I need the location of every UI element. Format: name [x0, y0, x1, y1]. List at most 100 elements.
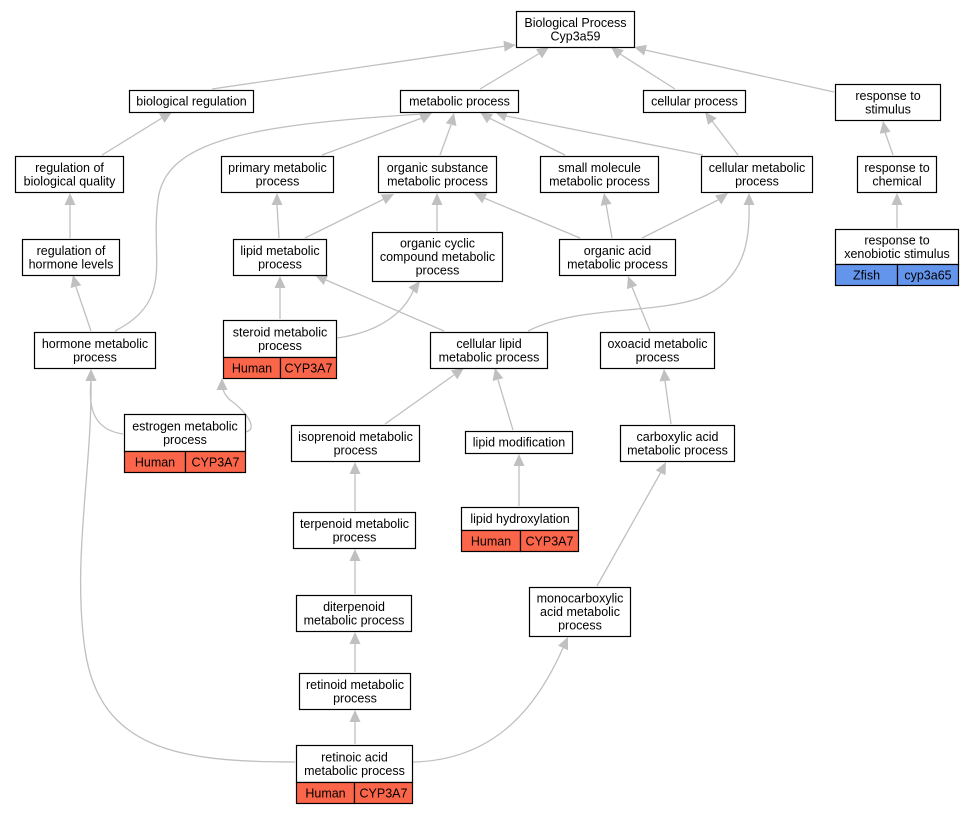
node-box: [371, 231, 504, 283]
node-label-line: process: [636, 350, 680, 364]
arrowhead-icon: [558, 637, 569, 651]
node-box: [128, 89, 255, 114]
node-box: [834, 228, 960, 266]
edge-regulation-biological-quality-to-biological-regulation: [101, 112, 172, 156]
edge-hormone-metabolic-to-metabolic-process: [114, 108, 432, 332]
node-box: [429, 331, 549, 370]
node-label-line: process: [416, 264, 460, 278]
node-box: [295, 744, 414, 784]
node-label-line: organic substance: [387, 161, 489, 175]
edge-line: [101, 117, 163, 156]
node-box: [642, 89, 747, 114]
node-label-line: process: [163, 433, 207, 447]
node-label-line: steroid metabolic: [233, 325, 328, 339]
node-label-line: response to: [855, 89, 920, 103]
edge-lipid-modification-to-cellular-lipid-metabolic: [492, 368, 514, 431]
node-box: [232, 238, 328, 277]
arrowhead-icon: [705, 112, 717, 125]
edge-line: [605, 203, 613, 239]
node-box: [856, 155, 938, 194]
node-label-line: lipid metabolic: [240, 244, 319, 258]
node-label-line: Cyp3a59: [550, 29, 600, 43]
tag-cell: [184, 450, 247, 474]
node-box: [515, 10, 636, 49]
node-label-line: metabolic process: [439, 350, 540, 364]
arrowhead-icon: [715, 193, 728, 205]
node-box: [222, 319, 338, 359]
node-label-line: regulation of: [35, 161, 104, 175]
node-box: [834, 83, 942, 122]
go-term-node-metabolic-process[interactable]: metabolic process: [399, 89, 520, 114]
edge-line: [505, 115, 704, 156]
arrowhead-icon: [474, 193, 488, 204]
node-label-line: organic cyclic: [400, 237, 475, 251]
tag-label: Human: [135, 456, 175, 470]
edge-line: [884, 131, 894, 156]
arrowhead-icon: [349, 549, 361, 561]
node-label-line: process: [256, 174, 300, 188]
edge-retinoic-acid-metabolic-to-hormone-metabolic: [79, 369, 296, 763]
arrowhead-icon: [418, 113, 432, 124]
edge-retinoic-acid-metabolic-to-retinoid-metabolic: [349, 710, 361, 744]
gene-tag: CYP3A7: [184, 450, 247, 474]
node-box: [220, 155, 335, 194]
arrowhead-icon: [271, 193, 283, 205]
node-label-line: process: [258, 257, 302, 271]
species-tag: Human: [460, 529, 522, 553]
node-label-line: metabolic process: [387, 174, 488, 188]
node-label-line: Biological Process: [524, 16, 626, 30]
edge-steroid-metabolic-to-organic-cyclic-compound: [336, 281, 420, 339]
edge-line: [644, 49, 835, 93]
edge-cellular-lipid-metabolic-to-lipid-metabolic: [315, 274, 445, 332]
edge-cellular-metabolic-to-metabolic-process: [495, 110, 704, 156]
node-label-line: metabolic process: [304, 613, 405, 627]
go-term-node-cellular-process[interactable]: cellular process: [642, 89, 747, 114]
edge-line: [384, 374, 455, 425]
arrowhead-icon: [879, 121, 891, 134]
arrowhead-icon: [659, 369, 671, 382]
species-tag: Human: [222, 356, 282, 380]
node-label-line: process: [333, 691, 377, 705]
arrowhead-icon: [349, 710, 361, 722]
edge-estrogen-metabolic-to-steroid-metabolic: [216, 378, 252, 433]
node-label-line: process: [333, 530, 377, 544]
edge-diterpenoid-metabolic-to-terpenoid-metabolic: [349, 549, 361, 594]
node-label-line: oxoacid metabolic: [607, 337, 707, 351]
edge-retinoid-metabolic-to-diterpenoid-metabolic: [349, 632, 361, 672]
edge-oxoacid-metabolic-to-organic-acid-metabolic: [626, 276, 651, 332]
node-label-line: cellular process: [651, 95, 738, 109]
edge-line: [641, 199, 719, 239]
go-term-node-biological-regulation[interactable]: biological regulation: [128, 89, 255, 114]
go-term-node-lipid-modification[interactable]: lipid modification: [464, 430, 574, 455]
arrowhead-icon: [451, 368, 464, 380]
edge-biological-regulation-to-root: [211, 40, 516, 90]
node-label-line: metabolic process: [304, 764, 405, 778]
